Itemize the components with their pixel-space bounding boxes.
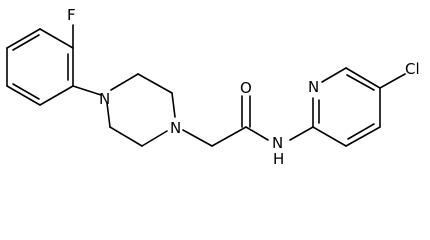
aryl-n-bond	[72, 85, 102, 96]
fluorine-label: F	[67, 6, 76, 24]
carbonyl-n-bond	[245, 126, 269, 141]
carbonyl-double-bond	[241, 95, 251, 128]
piperazine-ring	[106, 73, 176, 147]
chlorine-label: Cl	[405, 60, 420, 78]
carbonyl-oxygen-label: O	[240, 79, 252, 97]
structure-canvas: F N N O N H N Cl	[6, 6, 420, 168]
n-ch2-bond	[182, 129, 213, 147]
pyridine-nitrogen-label: N	[308, 78, 319, 96]
amide-hydrogen-label: H	[273, 150, 284, 168]
ch2-carbonyl-bond	[211, 126, 247, 147]
amide-nitrogen-label: N	[272, 134, 283, 152]
piperazine-n1-label: N	[99, 90, 110, 108]
chemical-structure-diagram: F N N O N H N Cl	[6, 6, 420, 168]
fluorophenyl-ring	[6, 28, 74, 106]
piperazine-n4-label: N	[170, 119, 181, 137]
pyridine-ring	[312, 67, 381, 147]
c-cl-bond	[379, 73, 406, 89]
n-pyridine-bond	[289, 126, 314, 141]
